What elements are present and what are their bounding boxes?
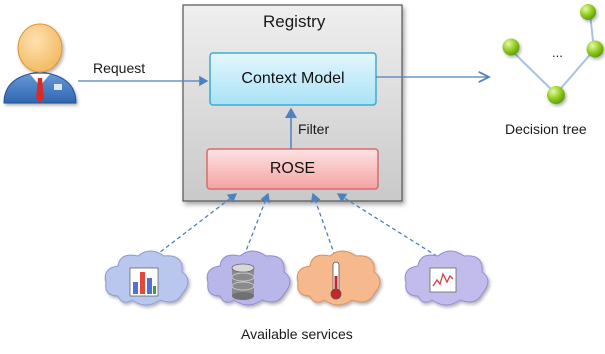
service-arrow-1 <box>154 193 238 257</box>
context-model-box <box>209 52 377 106</box>
rose-box <box>206 148 379 190</box>
service-cloud-4 <box>404 250 489 306</box>
decision-tree-graphic <box>502 4 604 104</box>
database-icon <box>231 263 255 300</box>
service-cloud-3 <box>296 250 381 306</box>
line-chart-icon <box>429 267 457 293</box>
service-cloud-1 <box>104 250 189 306</box>
tree-node-left <box>502 38 520 56</box>
user-icon <box>3 23 77 104</box>
tree-node-right <box>586 40 604 58</box>
service-arrow-2 <box>243 192 271 257</box>
service-arrow-4 <box>336 193 444 261</box>
thermometer-icon <box>330 261 342 300</box>
service-cloud-2 <box>206 250 291 306</box>
service-arrows <box>154 192 444 261</box>
tree-node-root <box>547 86 565 104</box>
service-arrow-3 <box>310 192 336 257</box>
bar-chart-icon <box>129 267 159 297</box>
tree-node-top <box>580 4 596 20</box>
